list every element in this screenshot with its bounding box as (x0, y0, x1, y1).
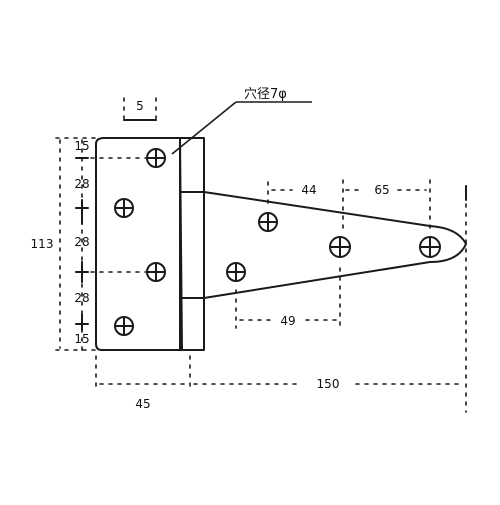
strap-hole-1 (258, 212, 278, 232)
leaf-hole-2 (114, 198, 134, 218)
dim-hole-offset: 5 (136, 99, 144, 113)
hinge-knuckle (179, 137, 205, 351)
dim-v28-b: 28 (74, 235, 89, 249)
strap-hole-2 (226, 262, 246, 282)
callout-leader (171, 101, 237, 155)
dim-strap-49: 49 (280, 314, 295, 328)
leaf-hole-1 (146, 148, 166, 168)
dim-v28-a: 28 (74, 177, 89, 191)
strap-hole-4 (419, 236, 441, 258)
hole-callout-label: 穴径7φ (244, 87, 287, 102)
dim-plate-width: 45 (135, 397, 150, 411)
dim-total-height: 113 (31, 237, 54, 251)
dim-v28-c: 28 (74, 291, 89, 305)
dim-v15-bottom: 15 (74, 332, 89, 346)
dim-strap-65: 65 (374, 183, 389, 197)
dim-v15-top: 15 (74, 139, 89, 153)
leaf-hole-3 (146, 262, 166, 282)
hinge-leaf-plate (95, 137, 183, 351)
dim-strap-44: 44 (301, 183, 316, 197)
strap-hole-3 (329, 236, 351, 258)
hinge-strap (203, 191, 467, 299)
dim-total-length: 150 (317, 377, 340, 391)
leaf-hole-4 (114, 316, 134, 336)
